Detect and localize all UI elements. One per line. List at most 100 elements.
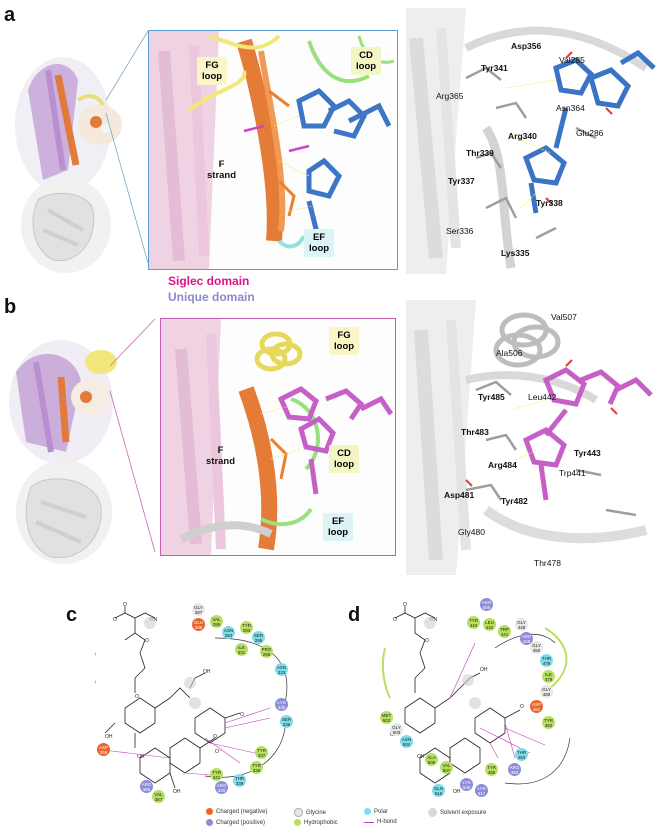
legend-unique-domain: Unique domain [168,290,255,304]
residue-tyr337: Tyr337 [448,176,475,186]
panel-c-letter: c [66,604,78,626]
panel-c-residue-node-thr-339: THR 339 [233,774,246,787]
panel-d-residue-node-lys-517: LYS 517 [475,784,488,797]
hbond-arrow-icon [364,821,374,823]
svg-text:O: O [240,712,244,718]
charged-positive-icon [206,819,213,826]
panel-d-residue-node-trp-441: TRP 441 [498,625,511,638]
panel-c-residue-node-asn-333: ASN 333 [275,663,288,676]
svg-text:OH: OH [453,789,461,795]
panel-a-detail-structure [406,8,656,274]
panel-b-detail-structure [406,300,653,575]
svg-text:O: O [123,602,127,608]
legend-charged-positive: Charged (positive) [206,819,265,826]
residue-tyr338: Tyr338 [536,198,563,208]
panel-d-residue-node-lys-508: LYS 508 [460,778,473,791]
residue-trp441: Trp441 [559,468,586,478]
panel-c-residue-node-tyr-293: TYR 293 [240,621,253,634]
residue-leu442: Leu442 [528,392,557,402]
legend-solvent-exposure: Solvent exposure [428,808,486,817]
panel-c-residue-node-asn-284: ASN 284 [222,626,235,639]
svg-text:O: O [145,638,149,644]
panel-a-overview-structure [15,57,122,273]
residue-arg365: Arg365 [436,91,464,101]
residue-arg340: Arg340 [508,131,537,141]
panel-a-ef-loop-label: EF loop [304,229,335,257]
residue-thr483: Thr483 [461,427,489,437]
panel-b-zoom-box: FG loop F strand CD loop EF loop [160,318,396,556]
panel-a-fg-loop-label: FG loop [197,57,228,85]
svg-text:OH: OH [203,669,211,675]
panel-c-residue-node-glu-286: GLU 286 [192,618,205,631]
panel-c-residue-node-tyr-337: TYR 337 [255,746,268,759]
residue-arg484: Arg484 [488,460,517,470]
panel-a-zoom-connectors [105,30,149,264]
legend-siglec-domain: Siglec domain [168,274,250,288]
panel-c-residue-node-val-367: VAL 367 [152,790,165,803]
svg-text:OH: OH [173,789,181,795]
svg-text:O⁻: O⁻ [215,749,222,755]
svg-text:OH: OH [137,754,145,760]
glycine-icon [294,808,303,817]
residue-val285: Val285 [559,55,585,65]
panel-c-residue-node-gly-287: GLY 287 [192,603,205,616]
panel-c-residue-node-asp-356: ASP 356 [97,743,110,756]
residue-glu286: Glu286 [576,128,604,138]
panel-c-residue-node-tyr-338: TYR 338 [250,761,263,774]
svg-text:O: O [393,617,397,623]
residue-thr339: Thr339 [466,148,494,158]
legend-hbond: H-bond [364,819,397,825]
residue-ala506: Ala506 [496,348,523,358]
panel-b-detail-view: Val507 Ala506 Tyr485 Leu442 Thr483 Tyr44… [406,300,660,575]
panel-d-residue-node-tyr-443: TYR 443 [467,616,480,629]
panel-d-residue-node-arg-505: ARG 505 [480,598,493,611]
panel-d-residue-node-gln-515: GLN 515 [432,784,445,797]
panel-d-residue-node-met-502: MET 502 [380,711,393,724]
panel-c-residue-node-tyr-341: TYR 341 [210,768,223,781]
residue-tyr482: Tyr482 [501,496,528,506]
panel-b-overview-structure [9,340,117,564]
svg-text:OH: OH [480,667,488,673]
residue-tyr443: Tyr443 [574,448,601,458]
panel-c-residue-node-val-285: VAL 285 [210,615,223,628]
residue-lys335: Lys335 [501,248,530,258]
panel-c-residue-node-arg-340: ARG 340 [215,781,228,794]
legend-glycine: Glycine [294,808,326,817]
panel-d-residue-node-gly-503: GLY 503 [390,723,403,736]
panel-c-residue-node-ser-336: SER 336 [280,715,293,728]
panel-b-letter: b [4,296,17,318]
residue-val507: Val507 [551,312,577,322]
residue-asn364: Asn364 [556,103,585,113]
interaction-legend: Charged (negative) Charged (positive) Gl… [206,808,536,834]
panel-a-detail-view: Asp356 Val285 Tyr341 Arg365 Asn364 Arg34… [406,8,660,274]
panel-d-residue-node-gly-448: GLY 448 [515,618,528,631]
residue-tyr341: Tyr341 [481,63,508,73]
panel-c-residue-node-pro-296: PRO 296 [260,645,273,658]
panel-d-residue-node-val-507: VAL 507 [440,761,453,774]
residue-asp356: Asp356 [511,41,542,51]
panel-a-zoom-box: FG loop CD loop F strand EF loop [148,30,398,270]
panel-b-f-strand-label: F strand [206,445,236,467]
svg-text:O: O [425,638,429,644]
svg-text:O: O [403,602,407,608]
panel-d-residue-node-arg-484: ARG 484 [508,763,521,776]
panel-d-residue-node-ala-506: ALA 506 [425,753,438,766]
panel-c-residue-node-arg-365: ARG 365 [140,780,153,793]
panel-d-residue-node-thr-478: THR 478 [540,654,553,667]
panel-b-zoom-connectors [109,318,156,553]
panel-d-residue-node-asp-481: ASP 481 [530,700,543,713]
panel-d-letter: d [348,604,361,626]
panel-b-ef-loop-label: EF loop [323,513,354,541]
panel-d-residue-node-asn-504: ASN 504 [400,735,413,748]
residue-ser336: Ser336 [446,226,474,236]
panel-d-residue-node-tyr-482: TYR 482 [542,716,555,729]
panel-d-residue-node-gly-480: GLY 480 [540,685,553,698]
panel-b-fg-loop-label: FG loop [329,327,360,355]
panel-c-residue-node-lys-335: LYS 335 [275,698,288,711]
hydrophobic-icon [294,819,301,826]
svg-text:O: O [213,734,217,740]
svg-text:O: O [520,704,524,710]
panel-a-zoom-structure [149,31,395,269]
polar-icon [364,808,371,815]
